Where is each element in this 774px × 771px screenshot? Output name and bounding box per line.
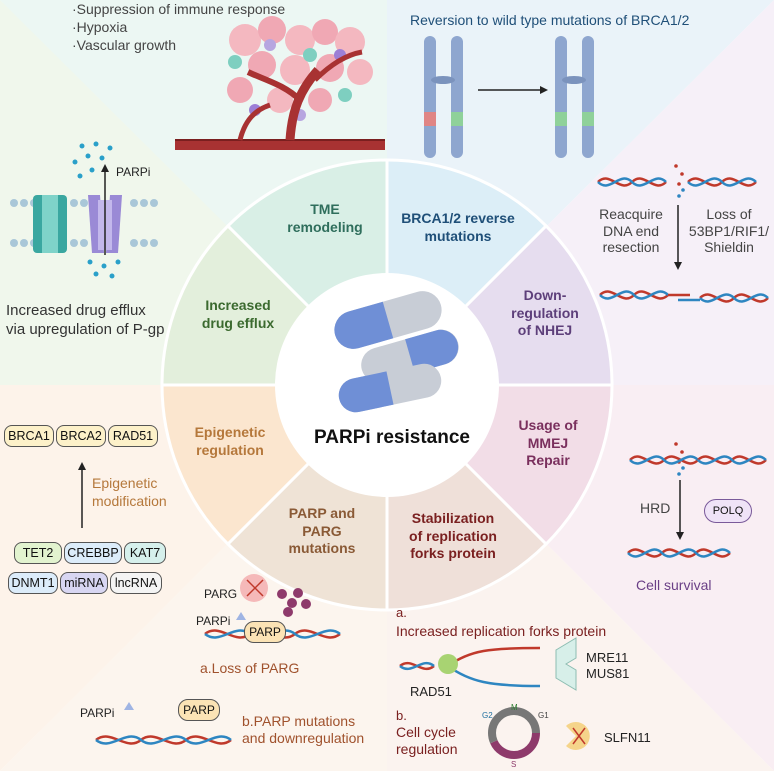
parpi-label-b: PARPi <box>80 706 115 720</box>
phase-g2: G2 <box>482 711 493 720</box>
phase-s: S <box>511 760 517 769</box>
mre11-protein <box>555 637 577 691</box>
gene-pill-brca2: BRCA2 <box>56 425 106 447</box>
tme-bullet-1: ·Suppression of immune response <box>72 1 286 17</box>
rad51-label: RAD51 <box>410 684 452 699</box>
modifier-pill-lncrna: lncRNA <box>110 572 162 594</box>
parp-caption-a: a.Loss of PARG <box>200 660 300 676</box>
segment-label-tme: TME remodeling <box>287 201 363 235</box>
gene-pill-brca1: BRCA1 <box>4 425 54 447</box>
rad51-protein <box>438 654 458 674</box>
stab-a-label: a. <box>396 605 407 620</box>
chromosome-illustration <box>424 36 594 158</box>
polq-badge: POLQ <box>704 499 752 523</box>
modifier-pill-tet2: TET2 <box>14 542 62 564</box>
stab-a-title: Increased replication forks protein <box>396 623 607 639</box>
parp-badge-b: PARP <box>178 699 220 721</box>
parg-label: PARG <box>204 587 238 601</box>
nhej-left-text: Reacquire DNA end resection <box>599 206 663 256</box>
parp-caption-b: b.PARP mutations and downregulation <box>242 713 365 746</box>
segment-label-mmej: Usage of MMEJ Repair <box>518 417 578 468</box>
membrane-pump-illustration <box>10 164 158 255</box>
nhej-right-text: Loss of 53BP1/RIF1/ Shieldin <box>688 206 770 256</box>
segment-label-epi: Epigenetic regulation <box>194 424 266 458</box>
modifier-pill-dnmt1: DNMT1 <box>8 572 58 594</box>
tme-bullet-2: ·Hypoxia <box>72 19 128 35</box>
gene-pill-rad51: RAD51 <box>108 425 158 447</box>
parpi-label-a: PARPi <box>196 614 231 628</box>
modifier-pill-kat7: KAT7 <box>124 542 166 564</box>
tme-bullet-3: ·Vascular growth <box>72 37 177 53</box>
segment-label-brca: BRCA1/2 reverse mutations <box>401 210 515 244</box>
pills-illustration <box>334 291 459 413</box>
modifier-pill-mirna: miRNA <box>60 572 108 594</box>
cell-cycle-ring <box>488 707 540 759</box>
nhej-dna-illustration <box>597 177 769 303</box>
mmej-survival-label: Cell survival <box>636 577 712 593</box>
segment-label-parp: PARP and PARG mutations <box>288 505 356 556</box>
stab-b-label: b. <box>396 708 407 723</box>
tumor-vessel-illustration <box>175 16 385 150</box>
segment-label-efflux: Increased drug efflux <box>201 297 275 331</box>
segment-label-stab: Stabilization of replication forks prote… <box>409 510 497 561</box>
mmej-hrd-label: HRD <box>640 500 671 516</box>
phase-g1: G1 <box>538 711 549 720</box>
epi-arrow-label: Epigenetic modification <box>92 475 167 510</box>
central-wheel <box>160 158 614 612</box>
slfn11-label: SLFN11 <box>604 730 651 745</box>
modifier-pill-crebbp: CREBBP <box>64 542 122 564</box>
stab-b-title: Cell cycle regulation <box>396 724 458 757</box>
parp-badge-a: PARP <box>244 621 286 643</box>
center-title: PARPi resistance <box>314 427 470 448</box>
mre11-label: MRE11 MUS81 <box>586 650 630 682</box>
segment-label-nhej: Down- regulation of NHEJ <box>511 287 579 338</box>
mmej-dna-illustration <box>627 455 767 558</box>
drug-dots <box>72 141 121 279</box>
phase-m: M <box>511 703 518 712</box>
efflux-drug-label: PARPi <box>116 165 151 179</box>
brca-panel-text: Reversion to wild type mutations of BRCA… <box>410 12 690 28</box>
efflux-caption: Increased drug efflux via upregulation o… <box>6 302 165 338</box>
dna-fragments <box>674 164 684 464</box>
